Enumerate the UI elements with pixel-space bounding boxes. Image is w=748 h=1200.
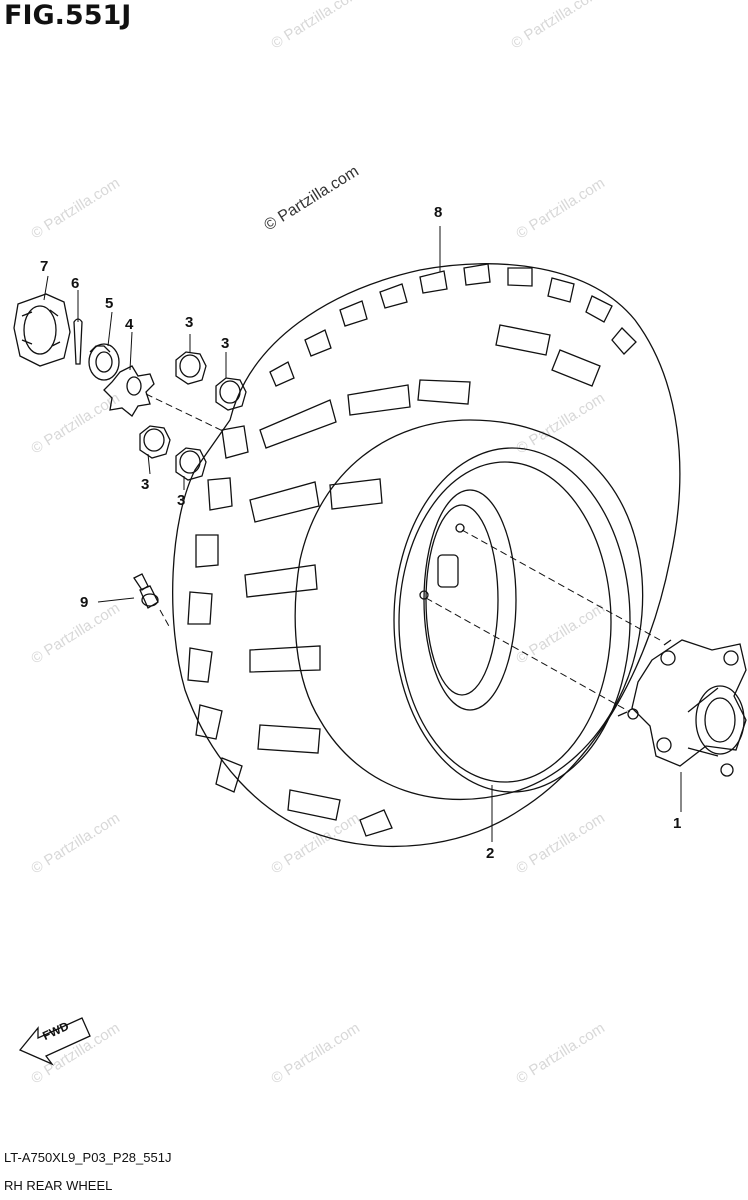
diagram-code: LT-A750XL9_P03_P28_551J [4,1150,172,1165]
callout-8: 8 [434,204,443,221]
diagram-caption: RH REAR WHEEL [4,1178,113,1193]
valve-stem-drawing [133,573,159,609]
callout-3: 3 [185,314,194,331]
fwd-arrow-drawing [18,1017,91,1066]
lug-nuts-drawing [139,351,247,481]
callout-9: 9 [80,594,89,611]
callout-3: 3 [177,492,186,509]
callout-1: 1 [673,815,682,832]
callout-7: 7 [40,258,49,275]
wheel-rim-drawing [393,447,631,793]
tire-drawing [172,263,681,848]
wheel-hub-drawing [617,639,747,777]
callout-3: 3 [221,335,230,352]
axle-hardware-drawing [13,293,155,417]
callout-3: 3 [141,476,150,493]
callout-2: 2 [486,845,495,862]
figure-title: FIG.551J [4,0,132,31]
callout-4: 4 [125,316,134,333]
callout-5: 5 [105,295,114,312]
callout-6: 6 [71,275,80,292]
